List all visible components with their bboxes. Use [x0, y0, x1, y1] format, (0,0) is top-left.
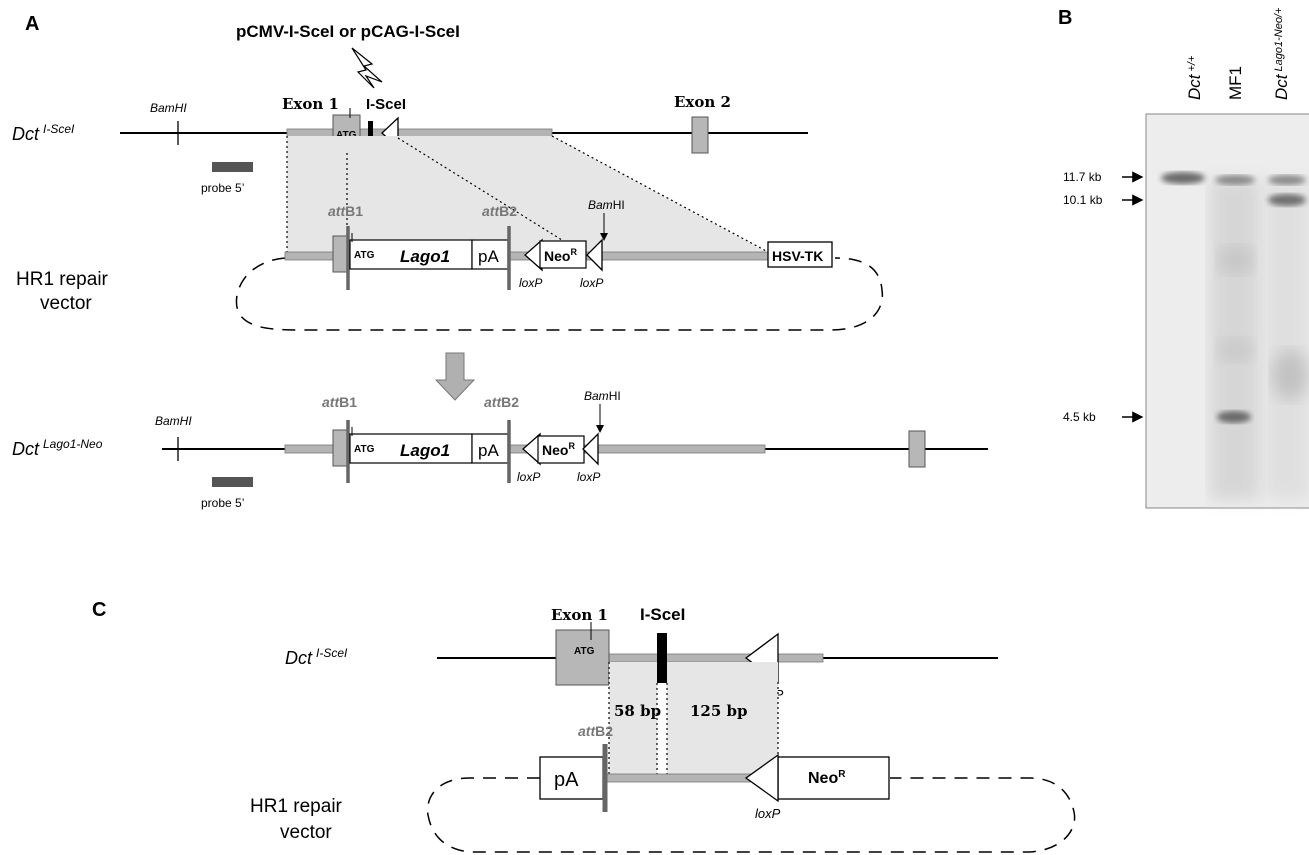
panel-b: Dct+/+ MF1 DctLago1-Neo/+ 11.7 kb 10.1 k… — [1063, 7, 1309, 508]
homology-arm-top — [287, 129, 552, 137]
loxp-label-b2: loxP — [577, 470, 600, 484]
probe-label-top: probe 5’ — [201, 181, 244, 195]
band-lane2-11.7 — [1215, 175, 1255, 185]
isce-site-c — [657, 633, 667, 683]
bamhi-label-a: BamHI — [588, 198, 625, 212]
marker-11.7: 11.7 kb — [1063, 170, 1102, 184]
isce-label-top: I-SceI — [366, 96, 406, 113]
lane-label-3: DctLago1-Neo/+ — [1272, 7, 1291, 100]
bp58-label: 58 bp — [614, 702, 661, 720]
vector-label-c-2: vector — [280, 822, 332, 843]
lago1-label-a: Lago1 — [400, 247, 450, 266]
attb2-label-a: attB2 — [482, 203, 517, 219]
recombination-arrow — [436, 353, 474, 400]
marker-4.5: 4.5 kb — [1063, 410, 1096, 424]
bamhi-label-bottom: BamHI — [155, 414, 192, 428]
band-lane2-4.5 — [1217, 411, 1251, 423]
band-lane1-11.7 — [1161, 172, 1205, 184]
bp125-label: 125 bp — [690, 702, 748, 720]
probe-bar-top — [212, 162, 253, 172]
homology-shading — [287, 136, 768, 253]
lightning-icon — [352, 48, 382, 88]
exon2-box-bottom — [909, 431, 925, 467]
exon1-box-c — [556, 630, 609, 685]
lane-label-2: MF1 — [1226, 66, 1245, 100]
attb1-label-bottom: attB1 — [322, 394, 357, 410]
exon1-label: Exon 1 — [282, 95, 339, 113]
marker-10.1: 10.1 kb — [1063, 193, 1103, 207]
pa-label-bottom: pA — [478, 441, 499, 460]
vector-backbone-c — [428, 778, 1075, 852]
attb1-label-a: attB1 — [328, 203, 363, 219]
exon2-label: Exon 2 — [674, 93, 731, 111]
bamhi-label-top: BamHI — [150, 101, 187, 115]
attb2-label-bottom: attB2 — [484, 394, 519, 410]
probe-label-bottom: probe 5’ — [201, 496, 244, 510]
isce-label-c: I-SceI — [640, 605, 685, 624]
panel-label-b: B — [1058, 7, 1072, 29]
loxp-label-a1: loxP — [519, 276, 542, 290]
vector-label-a-1: HR1 repair — [16, 269, 109, 290]
panel-label-c: C — [92, 599, 106, 621]
vector-label-a-2: vector — [40, 293, 92, 314]
lane-3-smear — [1264, 180, 1309, 500]
atg-bottom: ATG — [354, 444, 375, 455]
band-lane3-10.1 — [1268, 194, 1306, 206]
exon1-label-c: Exon 1 — [551, 606, 608, 624]
pa-label-a: pA — [478, 247, 499, 266]
bamhi-label-bottom2: BamHI — [584, 389, 621, 403]
probe-bar-bottom — [212, 477, 253, 487]
loxp-label-a2: loxP — [580, 276, 603, 290]
exon2-box — [692, 117, 708, 153]
vector-label-c-1: HR1 repair — [250, 796, 343, 817]
pa-label-c: pA — [554, 769, 579, 791]
atg-c: ATG — [574, 646, 595, 657]
loxp-label-c2: loxP — [755, 806, 781, 821]
lago1-label-bottom: Lago1 — [400, 441, 450, 460]
band-lane3-11.7 — [1268, 175, 1306, 185]
atg-a: ATG — [354, 250, 375, 261]
panel-label-a: A — [25, 13, 39, 35]
attb2-label-c: attB2 — [578, 723, 613, 739]
hsvtk-label: HSV-TK — [772, 248, 823, 264]
lane-label-1: Dct+/+ — [1185, 55, 1204, 100]
transfection-label: pCMV-I-SceI or pCAG-I-SceI — [236, 22, 460, 41]
loxp-label-b1: loxP — [517, 470, 540, 484]
